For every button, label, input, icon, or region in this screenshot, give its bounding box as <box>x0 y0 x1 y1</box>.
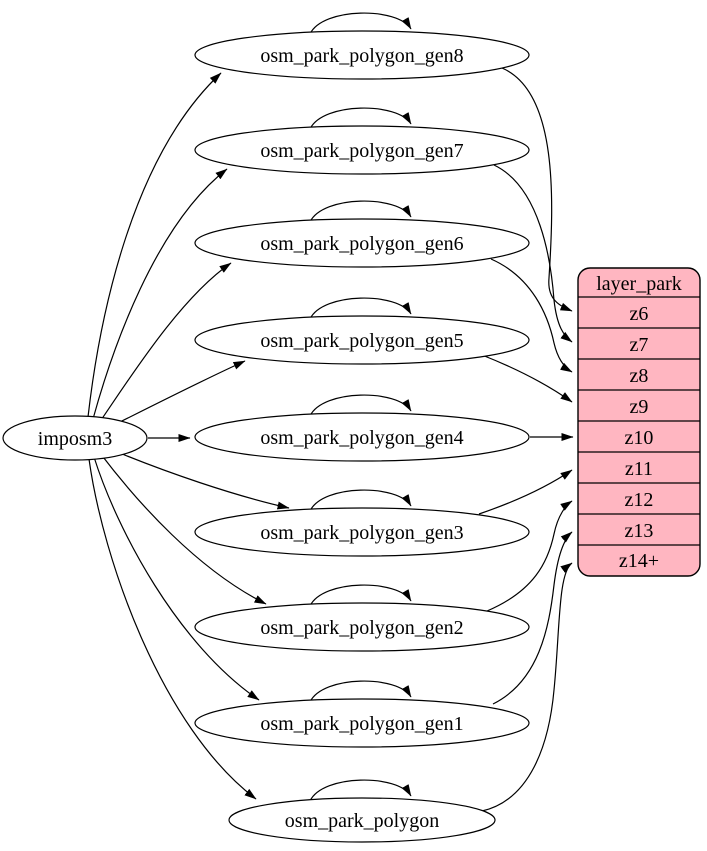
table-row-z14plus: z14+ <box>619 550 659 572</box>
node-osm-park-polygon-gen5: osm_park_polygon_gen5 <box>194 315 530 365</box>
self-loops <box>309 12 412 802</box>
self-loop-gen6 <box>309 200 412 223</box>
edge-gen3-to-z11 <box>478 469 573 515</box>
node-osm-park-polygon-gen2: osm_park_polygon_gen2 <box>194 602 530 652</box>
table-layer-park: layer_park z6 z7 z8 z9 z10 z11 z12 z13 z… <box>577 267 701 577</box>
node-gen8-label: osm_park_polygon_gen8 <box>260 45 463 67</box>
node-imposm3-label: imposm3 <box>38 428 112 450</box>
table-row-z11: z11 <box>625 458 653 480</box>
edge-gen7-to-z7 <box>493 164 573 343</box>
node-gen4-shape <box>194 412 530 462</box>
self-loop-gen8 <box>309 12 412 35</box>
table-row-z12: z12 <box>625 489 654 511</box>
node-gen6-label: osm_park_polygon_gen6 <box>260 233 463 255</box>
edge-imposm3-to-gen5 <box>107 360 246 429</box>
node-osm-park-polygon: osm_park_polygon <box>228 797 496 843</box>
node-polygon-label: osm_park_polygon <box>285 810 439 832</box>
self-loop-gen5 <box>309 297 412 320</box>
table-row-z8: z8 <box>630 365 649 387</box>
table-title: layer_park <box>596 273 682 295</box>
node-gen1-shape <box>194 698 530 748</box>
table-row-z13: z13 <box>625 520 654 542</box>
edges-imposm3 <box>87 72 290 800</box>
edges-to-layer-table <box>478 67 574 812</box>
self-loop-gen1 <box>309 680 412 703</box>
table-row-z6: z6 <box>630 303 649 325</box>
node-imposm3-shape <box>2 415 148 461</box>
edge-gen2-to-z12 <box>486 500 573 612</box>
node-gen3-label: osm_park_polygon_gen3 <box>260 522 463 544</box>
node-osm-park-polygon-gen6: osm_park_polygon_gen6 <box>194 218 530 268</box>
node-osm-park-polygon-gen3: osm_park_polygon_gen3 <box>194 507 530 557</box>
self-loop-gen3 <box>309 489 412 512</box>
table-row-z9: z9 <box>630 396 649 418</box>
edge-imposm3-to-gen1 <box>93 456 260 701</box>
table-row-z10: z10 <box>625 427 654 449</box>
self-loop-polygon <box>309 779 412 802</box>
node-gen7-shape <box>194 125 530 175</box>
self-loop-gen2 <box>309 584 412 607</box>
table-layer-park-shape <box>577 267 701 577</box>
node-osm-park-polygon-gen1: osm_park_polygon_gen1 <box>194 698 530 748</box>
node-gen8-shape <box>194 30 530 80</box>
node-gen6-shape <box>194 218 530 268</box>
edge-imposm3-to-gen2 <box>99 452 267 605</box>
node-gen7-label: osm_park_polygon_gen7 <box>260 140 463 162</box>
edge-gen1-to-z13 <box>492 531 573 705</box>
node-gen5-label: osm_park_polygon_gen5 <box>260 330 463 352</box>
edge-gen8-to-z6 <box>501 67 573 312</box>
edge-imposm3-to-polygon <box>88 458 257 800</box>
node-gen2-label: osm_park_polygon_gen2 <box>260 617 463 639</box>
node-osm-park-polygon-gen4: osm_park_polygon_gen4 <box>194 412 530 462</box>
self-loop-gen7 <box>309 107 412 130</box>
self-loop-gen4 <box>309 394 412 417</box>
edge-imposm3-to-gen7 <box>92 168 228 420</box>
edge-imposm3-to-gen8 <box>87 72 222 418</box>
edge-gen6-to-z8 <box>490 258 573 373</box>
node-osm-park-polygon-gen8: osm_park_polygon_gen8 <box>194 30 530 80</box>
node-osm-park-polygon-gen7: osm_park_polygon_gen7 <box>194 125 530 175</box>
node-gen5-shape <box>194 315 530 365</box>
node-imposm3: imposm3 <box>2 415 148 461</box>
edge-imposm3-to-gen6 <box>98 262 232 424</box>
node-gen2-shape <box>194 602 530 652</box>
table-row-z7: z7 <box>630 334 649 356</box>
edge-imposm3-to-gen3 <box>109 448 290 510</box>
node-gen1-label: osm_park_polygon_gen1 <box>260 713 463 735</box>
node-polygon-shape <box>228 797 496 843</box>
edge-gen5-to-z9 <box>481 354 573 403</box>
node-gen4-label: osm_park_polygon_gen4 <box>260 427 463 449</box>
edge-polygon-to-z14plus <box>481 562 573 812</box>
node-gen3-shape <box>194 507 530 557</box>
